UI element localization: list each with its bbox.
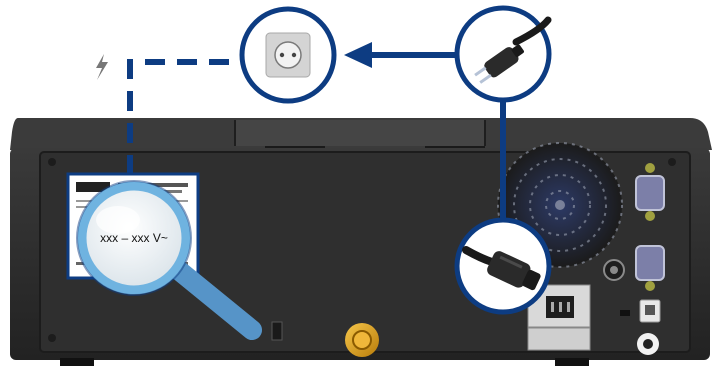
lightning-bolt-icon: [96, 54, 108, 80]
serial-port-top: [635, 163, 665, 221]
iec-connector-icon: [454, 217, 552, 315]
panel-slot: [271, 321, 283, 341]
usb-port: [639, 299, 661, 323]
wall-socket-icon: [239, 6, 337, 104]
power-plug-icon: [454, 5, 552, 103]
serial-port-bottom: [635, 245, 665, 291]
plug-to-outlet-arrow: [344, 42, 458, 68]
round-connector: [603, 259, 625, 281]
power-inlet: [527, 284, 591, 351]
side-latch: [620, 310, 630, 316]
mains-dashed-line: [127, 59, 240, 175]
brass-connector: [345, 323, 379, 357]
voltage-label: xxx – xxx V~: [100, 231, 168, 245]
audio-jack: [637, 333, 659, 355]
magnifying-glass-icon: [76, 180, 262, 340]
